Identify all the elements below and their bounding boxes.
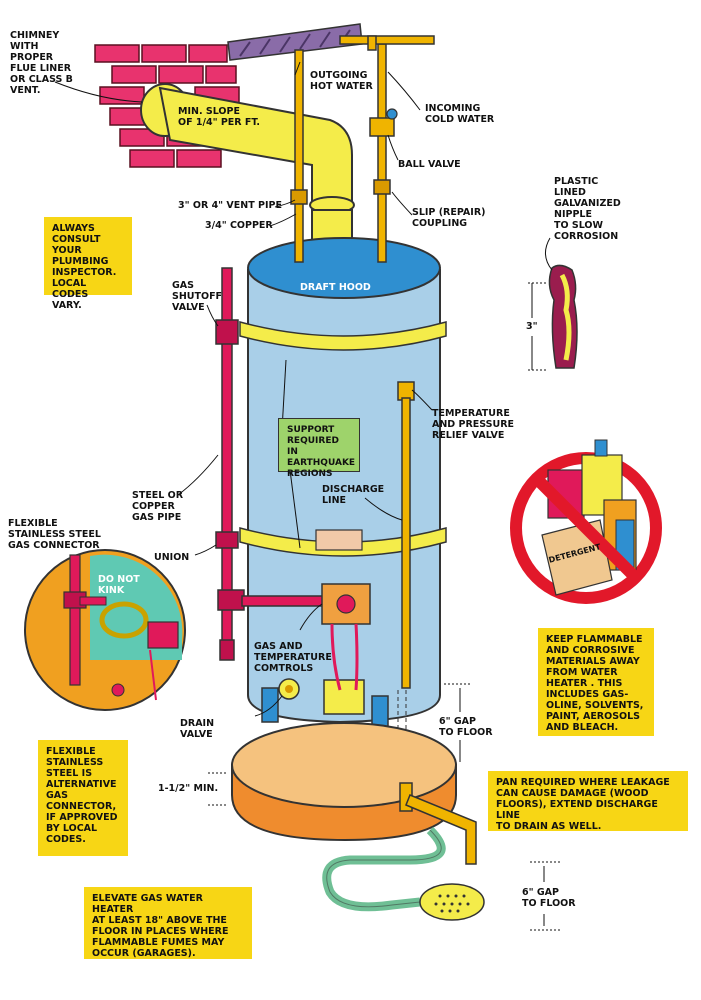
note-flexible-alternative: FLEXIBLE STAINLESS STEEL IS ALTERNATIVE … bbox=[38, 740, 128, 856]
three-inch-label: 3" bbox=[526, 321, 538, 332]
ball-valve bbox=[369, 117, 395, 137]
drain-pan bbox=[231, 722, 457, 842]
note-consult-inspector: ALWAYS CONSULT YOUR PLUMBING INSPECTOR. … bbox=[44, 217, 132, 311]
copper-pipes bbox=[290, 35, 435, 263]
note-elevate-heater: ELEVATE GAS WATER HEATER AT LEAST 18" AB… bbox=[84, 887, 252, 959]
copper-label: 3/4" COPPER bbox=[205, 220, 273, 231]
draft-hood-label: DRAFT HOOD bbox=[300, 282, 371, 293]
discharge-line bbox=[397, 381, 415, 689]
dimension-3in bbox=[528, 282, 548, 371]
plastic-nipple-label: PLASTIC LINED GALVANIZED NIPPLE TO SLOW … bbox=[554, 176, 621, 242]
drain-valve-label: DRAIN VALVE bbox=[180, 718, 215, 740]
pan-drain-pipe bbox=[399, 782, 477, 865]
burner-access-panel bbox=[323, 679, 365, 715]
floor-drain bbox=[419, 883, 485, 921]
incoming-cold-label: INCOMING COLD WATER bbox=[425, 103, 495, 125]
min-slope-label: MIN. SLOPE OF 1/4" PER FT. bbox=[178, 106, 261, 128]
gas-pipe bbox=[215, 267, 335, 661]
gas-temp-controls-label: GAS AND TEMPERATURE COMTROLS bbox=[254, 641, 332, 674]
vent-pipe-label: 3" OR 4" VENT PIPE bbox=[178, 200, 282, 211]
note-pan-required: PAN REQUIRED WHERE LEAKAGE CAN CAUSE DAM… bbox=[488, 771, 688, 832]
flexible-connector-inset bbox=[24, 549, 186, 711]
data-plate bbox=[315, 529, 363, 551]
gas-shutoff-label: GAS SHUTOFF VALVE bbox=[172, 280, 223, 313]
min-1-5-label: 1-1/2" MIN. bbox=[158, 783, 219, 794]
discharge-line-label: DISCHARGE LINE bbox=[322, 484, 385, 506]
slip-coupling-label: SLIP (REPAIR) COUPLING bbox=[412, 207, 486, 229]
chimney-label: CHIMNEY WITH PROPER FLUE LINER OR CLASS … bbox=[10, 30, 73, 96]
ball-valve-label: BALL VALVE bbox=[398, 159, 461, 170]
note-flammable-materials: KEEP FLAMMABLE AND CORROSIVE MATERIALS A… bbox=[538, 628, 654, 736]
outgoing-hot-label: OUTGOING HOT WATER bbox=[310, 70, 373, 92]
vent-pipe bbox=[158, 86, 353, 206]
do-not-kink-label: DO NOT KINK bbox=[98, 574, 140, 596]
gap-floor-label-1: 6" GAP TO FLOOR bbox=[439, 716, 493, 738]
steel-copper-gas-label: STEEL OR COPPER GAS PIPE bbox=[132, 490, 184, 523]
flex-connector-label: FLEXIBLE STAINLESS STEEL GAS CONNECTOR bbox=[8, 518, 101, 551]
temp-pressure-label: TEMPERATURE AND PRESSURE RELIEF VALVE bbox=[432, 408, 515, 441]
gap-floor-label-2: 6" GAP TO FLOOR bbox=[522, 887, 576, 909]
union-label: UNION bbox=[154, 552, 190, 563]
lower-strap bbox=[239, 527, 447, 557]
note-earthquake-support: SUPPORT REQUIRED IN EARTHQUAKE REGIONS bbox=[278, 418, 360, 479]
leader-lines bbox=[54, 61, 553, 717]
gap-dimensions bbox=[208, 683, 562, 931]
upper-strap bbox=[239, 321, 447, 351]
no-flammables-symbol bbox=[510, 439, 662, 604]
galvanized-nipple bbox=[548, 264, 578, 369]
